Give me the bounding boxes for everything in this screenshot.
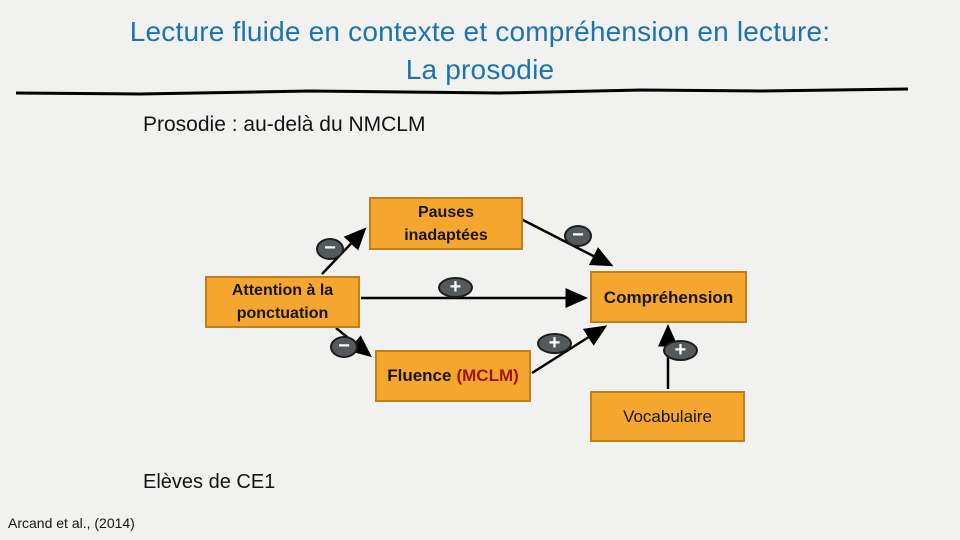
citation: Arcand et al., (2014) — [8, 515, 135, 531]
plus-glyph: + — [674, 338, 687, 361]
slide-subtitle: Prosodie : au-delà du NMCLM — [143, 113, 426, 136]
plus-icon: + — [663, 340, 698, 361]
node-label: inadaptées — [404, 226, 488, 244]
audience-note: Elèves de CE1 — [143, 471, 276, 493]
minus-icon: − — [564, 225, 592, 247]
minus-icon: − — [330, 336, 358, 358]
node-label: Pauses — [417, 203, 475, 221]
slide-title-line1: Lecture fluide en contexte et compréhens… — [129, 16, 831, 47]
plus-glyph: + — [548, 331, 561, 354]
node-vocabulaire: Vocabulaire — [590, 391, 745, 442]
minus-glyph: − — [338, 335, 350, 357]
plus-icon: + — [438, 277, 473, 298]
node-label: Fluence — [387, 366, 452, 385]
node-comprehension: Compréhension — [590, 271, 747, 323]
node-label: Attention à la — [231, 282, 334, 299]
slide-title-line2: La prosodie — [405, 54, 555, 85]
minus-glyph: − — [324, 237, 336, 259]
node-label: ponctuation — [236, 305, 329, 322]
plus-glyph: + — [449, 275, 462, 298]
slide-title: Lecture fluide en contexte et compréhens… — [0, 13, 960, 89]
node-pauses-inadaptees: Pauses inadaptées — [369, 197, 523, 250]
node-label: Vocabulaire — [623, 407, 712, 426]
node-fluence-mclm: Fluence (MCLM) — [375, 350, 531, 402]
node-label: Compréhension — [603, 287, 734, 307]
node-label-mclm: (MCLM) — [456, 366, 519, 385]
minus-glyph: − — [572, 224, 584, 246]
minus-icon: − — [316, 238, 344, 260]
node-attention-ponctuation: Attention à la ponctuation — [205, 276, 360, 328]
plus-icon: + — [537, 333, 572, 354]
